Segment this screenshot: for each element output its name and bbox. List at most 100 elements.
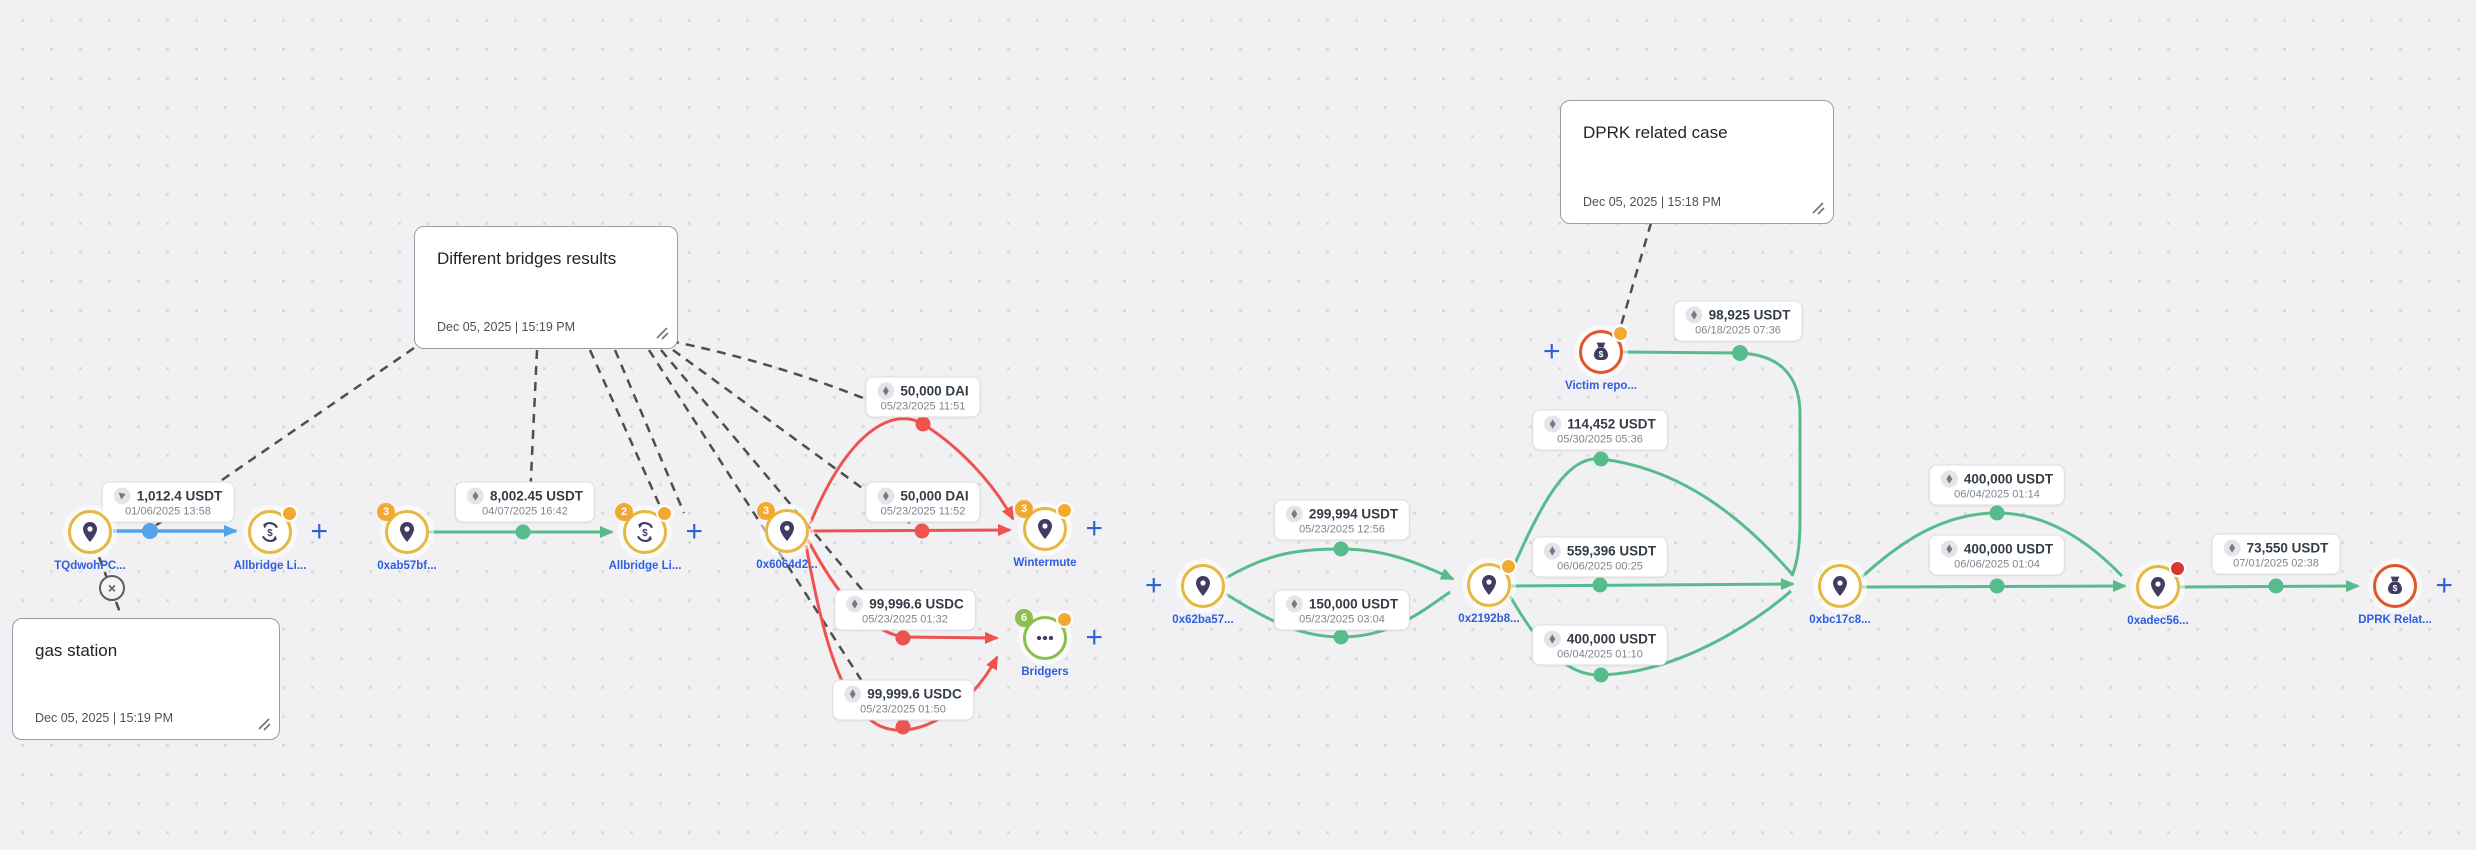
edge-dot-98925[interactable] — [1732, 345, 1748, 361]
eth-icon — [1543, 630, 1561, 648]
edge-dot-dai-2[interactable] — [914, 523, 930, 539]
resize-handle-icon[interactable] — [1811, 201, 1825, 215]
node-ring — [68, 510, 112, 554]
node-allbridge-2[interactable]: $ 2 + Allbridge Li... — [609, 503, 703, 572]
edge-label[interactable]: 559,396 USDT 06/06/2025 00:25 — [1531, 536, 1669, 578]
add-node-button[interactable]: + — [1085, 621, 1103, 654]
unlink-button[interactable]: × — [99, 575, 125, 601]
eth-icon — [1544, 415, 1562, 433]
edge-label[interactable]: 73,550 USDT 07/01/2025 02:38 — [2211, 533, 2341, 575]
note-timestamp: Dec 05, 2025 | 15:18 PM — [1583, 195, 1722, 209]
edge-98925[interactable] — [1622, 350, 1802, 577]
location-pin-icon — [780, 521, 794, 541]
svg-text:$: $ — [267, 528, 273, 539]
note-link-bridges-4 — [613, 349, 686, 514]
node-label[interactable]: DPRK Relat... — [2358, 614, 2432, 626]
node-label[interactable]: Allbridge Li... — [233, 560, 307, 572]
add-node-button[interactable]: + — [310, 515, 328, 548]
node-label[interactable]: TQdwohPC... — [54, 560, 126, 572]
edge-dot-400000c[interactable] — [1989, 578, 2005, 594]
svg-text:$: $ — [642, 528, 648, 539]
note-gas-station[interactable]: gas station Dec 05, 2025 | 15:19 PM — [12, 618, 280, 740]
node-label[interactable]: 0x6064d2... — [756, 559, 818, 571]
resize-handle-icon[interactable] — [257, 717, 271, 731]
add-node-button[interactable]: + — [2435, 569, 2453, 602]
node-label[interactable]: Bridgers — [1021, 666, 1069, 678]
edge-dot-usdc-1[interactable] — [895, 630, 911, 646]
location-pin-icon — [1482, 575, 1496, 595]
node-dprk-related[interactable]: $ + DPRK Relat... — [2358, 564, 2453, 626]
edge-amount: 99,996.6 USDC — [869, 596, 964, 612]
edge-label[interactable]: 8,002.45 USDT 04/07/2025 16:42 — [454, 481, 596, 523]
add-node-button[interactable]: + — [1145, 569, 1163, 602]
resize-handle-icon[interactable] — [655, 326, 669, 340]
edge-559396[interactable] — [1510, 578, 1795, 591]
add-node-button[interactable]: + — [1085, 512, 1103, 545]
edge-dot-8002[interactable] — [515, 524, 531, 540]
edge-dot-114452[interactable] — [1593, 451, 1609, 467]
edge-dot-299994[interactable] — [1333, 541, 1349, 557]
add-node-button[interactable]: + — [685, 515, 703, 548]
edge-dot-73550[interactable] — [2268, 578, 2284, 594]
node-label[interactable]: Wintermute — [1013, 557, 1077, 569]
edge-amount: 400,000 USDT — [1566, 631, 1657, 647]
node-victim-report[interactable]: $ + Victim repo... — [1543, 325, 1637, 392]
edge-dot-dai-1[interactable] — [915, 416, 931, 432]
note-link-bridges-8 — [647, 349, 887, 718]
edge-label[interactable]: 400,000 USDT 06/04/2025 01:14 — [1928, 464, 2066, 506]
edge-dot-559396[interactable] — [1592, 577, 1608, 593]
edge-dot-1012[interactable] — [142, 523, 158, 539]
node-label[interactable]: 0xab57bf... — [377, 560, 437, 572]
edge-label[interactable]: 400,000 USDT 06/04/2025 01:10 — [1531, 624, 1669, 666]
node-label[interactable]: Victim repo... — [1564, 380, 1638, 392]
edge-dot-400000a[interactable] — [1593, 667, 1609, 683]
node-tqdwohpc[interactable]: TQdwohPC... — [54, 510, 126, 572]
add-node-button[interactable]: + — [1543, 335, 1561, 368]
note-different-bridges[interactable]: Different bridges results Dec 05, 2025 |… — [414, 226, 678, 349]
edge-timestamp: 01/06/2025 13:58 — [125, 505, 211, 518]
node-label[interactable]: 0x2192b8... — [1458, 613, 1520, 625]
edge-dai-straight[interactable] — [809, 524, 1012, 537]
edge-label[interactable]: 400,000 USDT 06/06/2025 01:04 — [1928, 534, 2066, 576]
node-badge: 3 — [377, 503, 395, 521]
node-label[interactable]: Allbridge Li... — [608, 560, 682, 572]
node-allbridge-1[interactable]: $ + Allbridge Li... — [234, 505, 328, 572]
node-label[interactable]: 0xadec56... — [2127, 615, 2189, 627]
node-ring: $ — [1579, 330, 1623, 374]
edge-label[interactable]: 50,000 DAI 05/23/2025 11:51 — [865, 376, 981, 418]
note-link-bridges-7 — [660, 349, 896, 630]
edge-label[interactable]: 299,994 USDT 05/23/2025 12:56 — [1273, 499, 1411, 541]
node-0x62ba57[interactable]: + 0x62ba57... — [1145, 564, 1234, 626]
node-0x2192b8[interactable]: 0x2192b8... — [1458, 558, 1520, 625]
edge-dot-400000b[interactable] — [1989, 505, 2005, 521]
edge-label[interactable]: 99,996.6 USDC 05/23/2025 01:32 — [834, 589, 976, 631]
edge-label[interactable]: 114,452 USDT 05/30/2025 05:36 — [1532, 409, 1668, 451]
node-0xab57bf[interactable]: 3 0xab57bf... — [377, 503, 437, 572]
edge-label[interactable]: 1,012.4 USDT 01/06/2025 13:58 — [101, 481, 235, 523]
node-ring — [1181, 564, 1225, 608]
edge-label[interactable]: 98,925 USDT 06/18/2025 07:36 — [1673, 300, 1803, 342]
status-dot — [656, 505, 673, 522]
note-link-bridges-2 — [527, 349, 539, 521]
node-0xbc17c8[interactable]: 0xbc17c8... — [1809, 564, 1871, 626]
eth-icon — [466, 487, 484, 505]
node-wintermute[interactable]: 3 + Wintermute — [1013, 500, 1103, 569]
edge-label[interactable]: 50,000 DAI 05/23/2025 11:52 — [865, 481, 981, 523]
edge-dot-150000[interactable] — [1333, 629, 1349, 645]
node-bridgers[interactable]: 6 + Bridgers — [1015, 609, 1103, 678]
note-dprk-case[interactable]: DPRK related case Dec 05, 2025 | 15:18 P… — [1560, 100, 1834, 224]
edge-114452[interactable] — [1508, 457, 1794, 576]
node-ring — [765, 509, 809, 553]
node-label[interactable]: 0xbc17c8... — [1809, 614, 1871, 626]
status-dot — [1500, 558, 1517, 575]
edge-dot-usdc-2[interactable] — [895, 719, 911, 735]
node-ring: $ — [248, 510, 292, 554]
status-dot — [2169, 560, 2186, 577]
node-label[interactable]: 0x62ba57... — [1172, 614, 1234, 626]
eth-icon — [1685, 306, 1703, 324]
edge-label[interactable]: 150,000 USDT 05/23/2025 03:04 — [1273, 589, 1411, 631]
node-0xadec56[interactable]: 0xadec56... — [2127, 560, 2189, 627]
node-0x6064d2[interactable]: 3 0x6064d2... — [756, 502, 818, 571]
edge-label[interactable]: 99,999.6 USDC 05/23/2025 01:50 — [832, 679, 974, 721]
